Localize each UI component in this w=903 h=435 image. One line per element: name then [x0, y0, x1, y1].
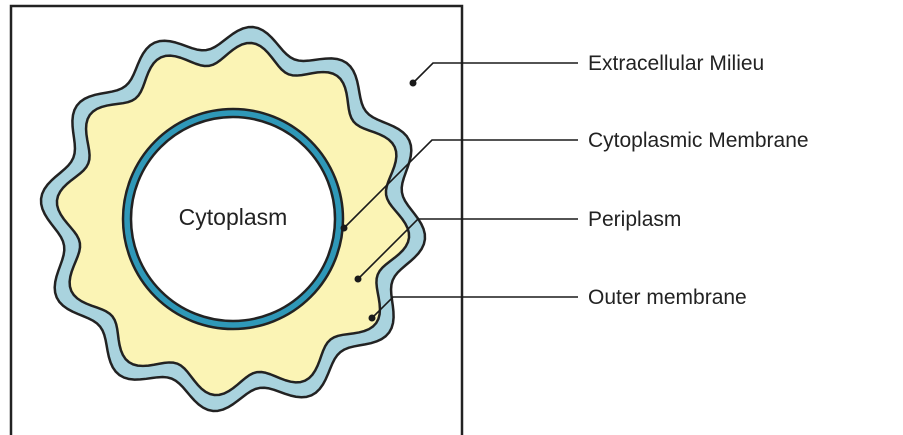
- leader-extracellular: [410, 63, 579, 87]
- label-outer-membrane: Outer membrane: [588, 286, 747, 309]
- label-extracellular-milieu: Extracellular Milieu: [588, 52, 764, 75]
- leader-line: [372, 297, 578, 318]
- leader-outer-membrane: [369, 297, 579, 322]
- label-cytoplasmic-membrane: Cytoplasmic Membrane: [588, 129, 809, 152]
- label-periplasm: Periplasm: [588, 208, 681, 231]
- cytoplasm-label: Cytoplasm: [179, 204, 288, 230]
- leader-line: [413, 63, 578, 83]
